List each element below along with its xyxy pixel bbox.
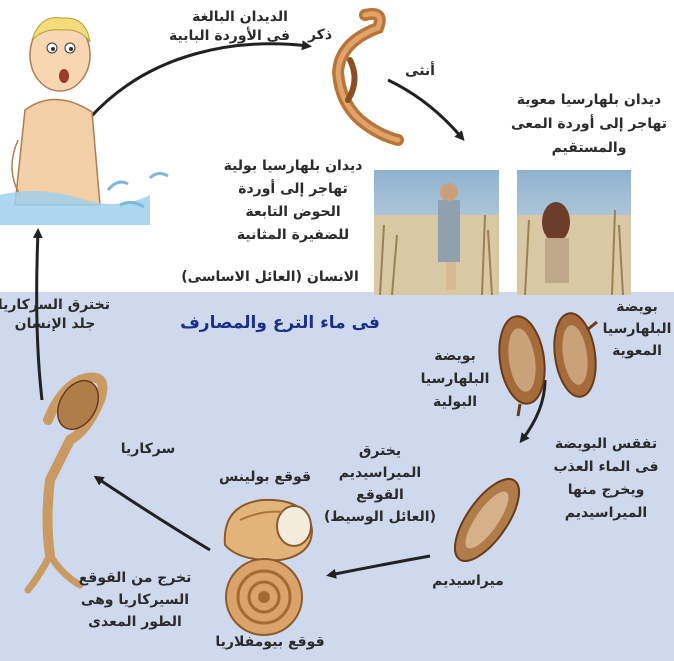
label-intestinal-egg: بويضة البلهارسيا المعوية — [602, 299, 672, 359]
snail-biomphalaria — [225, 558, 303, 636]
miracidium-figure — [453, 478, 521, 562]
label-primary-host: الانسان (العائل الاساسى) — [181, 269, 359, 285]
adult-worms — [331, 7, 404, 146]
label-miracidium: ميراسيديم — [432, 573, 504, 589]
label-female: أنثى — [405, 63, 435, 79]
label-male: ذكر — [307, 27, 333, 43]
label-cercaria: سركاريا — [120, 441, 176, 457]
human-figure — [11, 16, 101, 206]
egg-intestinal — [553, 312, 598, 398]
label-cercaria-exit: تخرج من القوقع السيركاريا وهى الطور المع… — [78, 570, 192, 630]
label-miracidium-penetrate: يخترق الميراسيديم القوقع (العائل الوسيط) — [324, 443, 436, 525]
label-bulinus-snail: قوقع بولينس — [218, 469, 312, 485]
label-adult-worms: الديدان البالغة فى الأوردة البابية — [168, 9, 290, 44]
label-biomphalaria-snail: قوقع بيومفلاريا — [215, 634, 325, 650]
arrow-snail-to-cercaria — [93, 475, 211, 552]
label-cercaria-penetrate: تخترق السركاريا جلد الإنسان — [0, 297, 110, 332]
snail-bulinus — [223, 498, 314, 562]
egg-urinary — [498, 315, 546, 417]
label-urinary-egg: بويضة البلهارسيا البولية — [420, 348, 490, 410]
scene-urinary — [374, 170, 499, 296]
arrow-eggs-to-hatch — [519, 379, 547, 444]
arrow-human-to-worms — [86, 40, 312, 121]
scene-intestinal — [517, 170, 631, 296]
label-urinary-worms: ديدان بلهارسيا بولية تهاجر إلى أوردة الح… — [223, 158, 363, 243]
water-splash — [0, 171, 169, 225]
label-intestinal-worms: ديدان بلهارسيا معوية تهاجر إلى أوردة الم… — [511, 92, 667, 156]
arrow-cercaria-to-human — [32, 228, 44, 401]
water-title: فى ماء الترع والمصارف — [180, 313, 380, 333]
arrow-miracidium-to-snail — [326, 554, 431, 579]
arrow-worms-to-migration — [387, 78, 465, 142]
label-hatch: تفقس البويضة فى الماء العذب ويخرج منها ا… — [553, 436, 659, 521]
cercaria-figure — [24, 372, 108, 594]
